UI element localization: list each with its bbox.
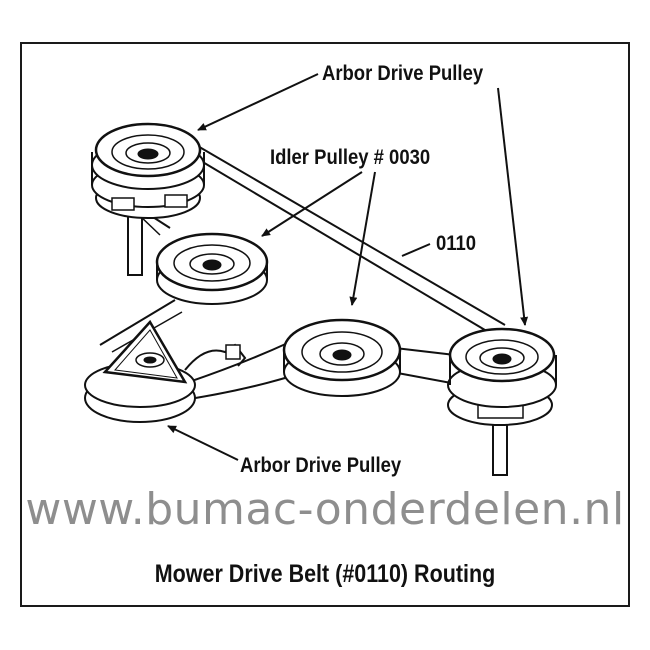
label-arbor-drive-pulley-top: Arbor Drive Pulley [322, 62, 483, 85]
belt-leader-line [401, 243, 431, 257]
arbor-drive-pulley-top [91, 122, 205, 276]
engine-pulley-with-bracket [84, 319, 247, 423]
arbor-drive-pulley-right [447, 327, 557, 476]
diagram-caption: Mower Drive Belt (#0110) Routing [154, 560, 496, 588]
arrow-idler-left [261, 171, 363, 237]
arrow-arbor-top-left [197, 73, 319, 131]
drive-belt [99, 144, 506, 403]
label-idler-pulley: Idler Pulley # 0030 [270, 146, 430, 169]
watermark-text: www.bumac-onderdelen.nl [25, 484, 625, 535]
arrow-arbor-bottom [167, 425, 239, 461]
label-belt-number: 0110 [436, 232, 476, 255]
idler-pulley-center [282, 318, 402, 397]
arrow-idler-center [349, 171, 376, 306]
idler-pulley-left [155, 232, 269, 305]
leader-arrows [167, 73, 529, 461]
arrow-arbor-top-right [497, 87, 529, 326]
label-arbor-drive-pulley-bottom: Arbor Drive Pulley [240, 454, 401, 477]
